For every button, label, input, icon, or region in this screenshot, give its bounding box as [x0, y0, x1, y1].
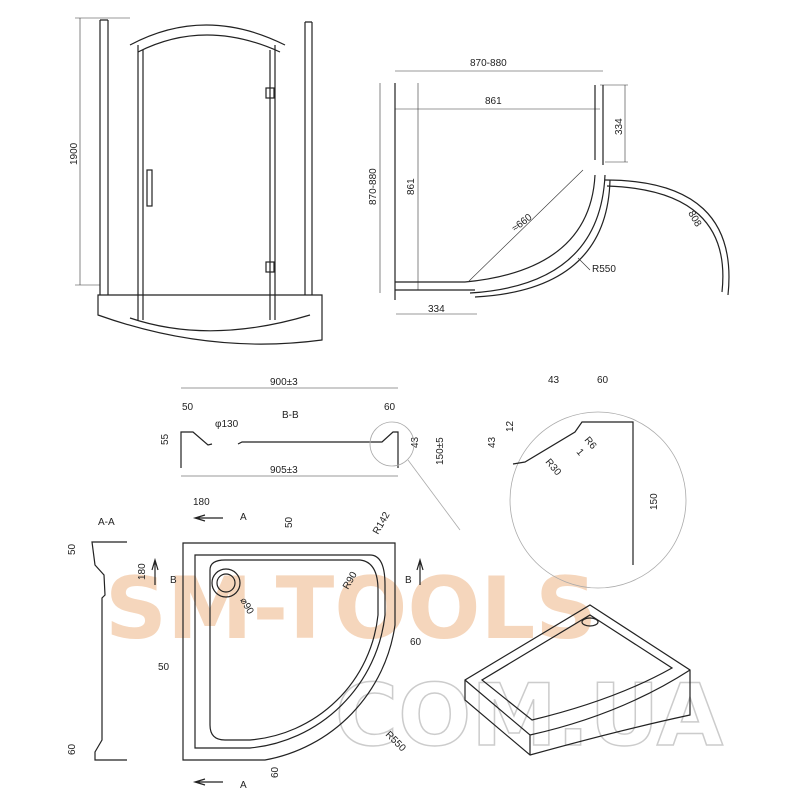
dim-drain: φ130	[215, 419, 239, 430]
dim-left-height: 55	[160, 433, 171, 445]
front-view: 1900	[69, 17, 323, 345]
dim-left-rim-plan: 50	[158, 662, 170, 673]
watermark-line2: COM.UA	[335, 666, 724, 766]
dim-door-chord: ≈660	[510, 212, 535, 235]
dim-width-outer: 870-880	[470, 58, 507, 69]
dim-width-inner: 861	[485, 96, 502, 107]
watermark-line1: SM-TOOLS	[105, 559, 597, 659]
dim-right-rim: 60	[384, 402, 396, 413]
section-bb: 900±3 B-B 50 60 φ130 55 43 150±5 905±3	[160, 377, 461, 531]
dim-top-rim: 50	[284, 516, 295, 528]
dim-detail-r30: R30	[543, 457, 564, 478]
dim-right-rim-plan: 60	[410, 637, 422, 648]
dim-height: 1900	[69, 142, 80, 165]
watermark: SM-TOOLS COM.UA	[105, 559, 724, 767]
section-bb-title: B-B	[282, 410, 299, 421]
dim-drain-x: 180	[193, 497, 210, 508]
dim-drain-y: 180	[137, 563, 148, 580]
detail-view: 43 60 12 43 R6 R30 1 150	[487, 375, 687, 589]
dim-rim-height: 43	[410, 436, 421, 448]
section-aa: A-A 50 60	[67, 517, 127, 761]
dim-top-width: 900±3	[270, 377, 298, 388]
dim-detail-thickness: 1	[574, 447, 586, 459]
marker-b-left: B	[170, 575, 177, 586]
dim-bottom-rim-plan: 60	[270, 766, 281, 778]
dim-detail-w1: 43	[548, 375, 560, 386]
dim-corner-radius: R142	[371, 510, 393, 537]
dim-detail-w2: 60	[597, 375, 609, 386]
tray-3d-render	[464, 604, 691, 756]
dim-detail-h1: 12	[505, 420, 516, 432]
dim-door-swing: 808	[685, 209, 703, 229]
marker-a-bottom: A	[240, 780, 247, 791]
dim-panel-bottom: 334	[428, 304, 445, 315]
marker-b-right: B	[405, 575, 412, 586]
dim-depth-outer: 870-880	[368, 168, 379, 205]
dim-bottom-width: 905±3	[270, 465, 298, 476]
top-view: 870-880 861 870-880 861 334 334 ≈660 808…	[368, 58, 730, 315]
dim-panel-right: 334	[614, 118, 625, 135]
dim-aa-top: 50	[67, 543, 78, 555]
dim-detail-h2: 43	[487, 436, 498, 448]
dim-detail-height: 150	[649, 493, 660, 510]
dim-aa-bottom: 60	[67, 743, 78, 755]
dim-total-height: 150±5	[435, 437, 446, 465]
dim-depth-inner: 861	[406, 178, 417, 195]
section-aa-title: A-A	[98, 517, 115, 528]
dim-radius: R550	[592, 264, 616, 275]
dim-left-rim: 50	[182, 402, 194, 413]
marker-a-top: A	[240, 512, 247, 523]
